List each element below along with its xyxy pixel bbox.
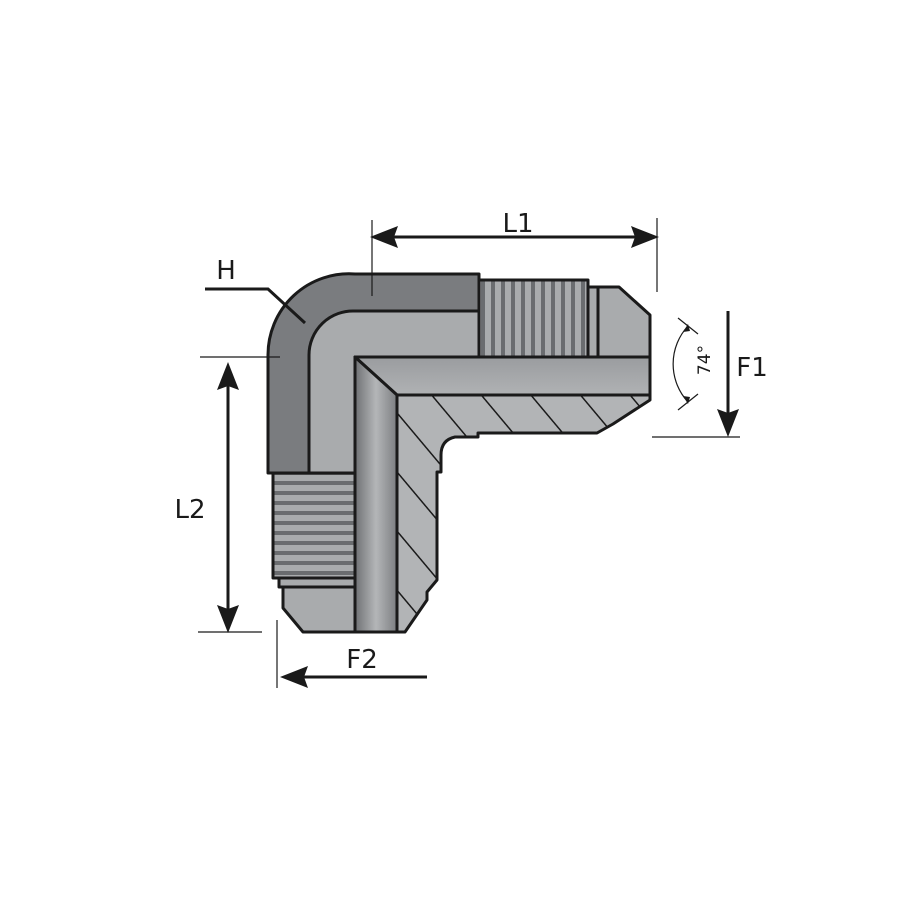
section-hatch: [395, 393, 652, 634]
bore: [353, 355, 652, 634]
label-F2: F2: [346, 645, 378, 675]
arrow-F2: [276, 620, 427, 688]
elbow-body: [266, 272, 481, 475]
label-angle: 74°: [695, 345, 715, 375]
angle-74: [672, 317, 699, 411]
label-H: H: [216, 256, 236, 286]
dimension-L1: [370, 218, 659, 296]
bottom-thread: [271, 471, 357, 634]
leader-H: [205, 287, 307, 325]
top-thread: [477, 278, 652, 359]
label-F1: F1: [736, 353, 768, 383]
dimension-L2: [198, 356, 280, 633]
arrow-F1: [652, 311, 740, 438]
label-L2: L2: [174, 495, 205, 525]
label-L1: L1: [502, 209, 533, 239]
